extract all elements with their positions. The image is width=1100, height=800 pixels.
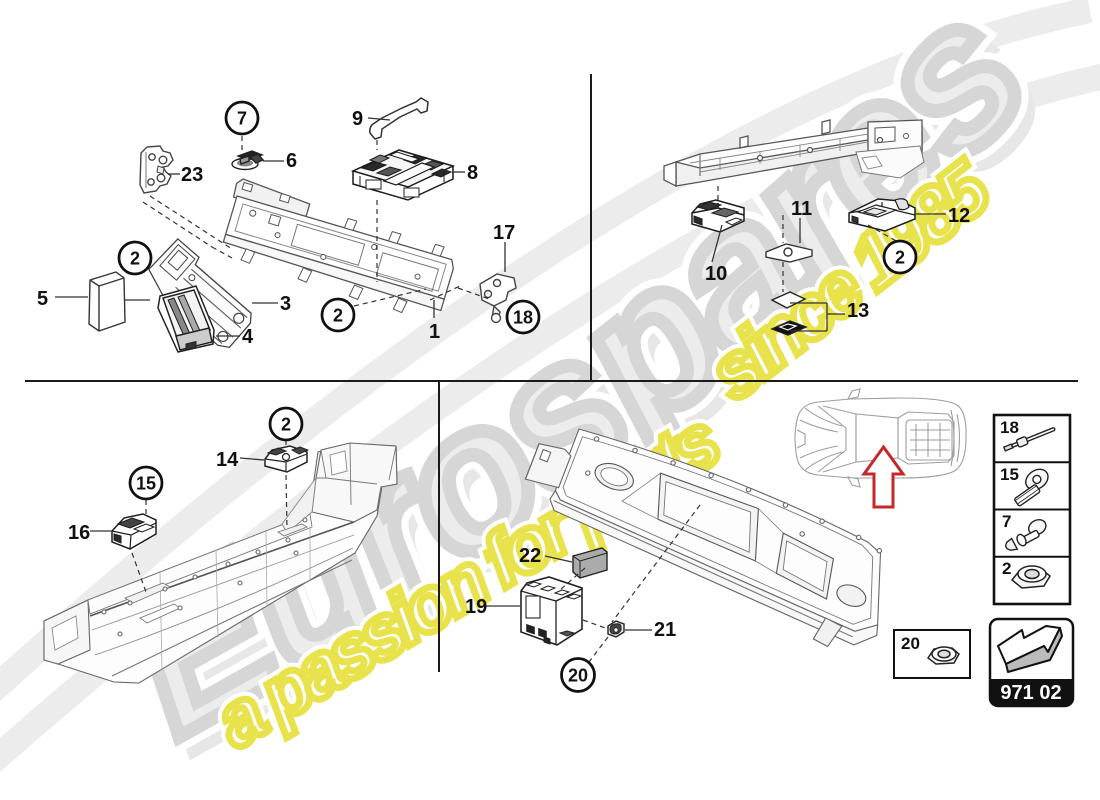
svg-text:2: 2 xyxy=(1002,559,1011,578)
svg-text:3: 3 xyxy=(280,293,291,315)
svg-text:6: 6 xyxy=(286,150,297,172)
svg-text:2: 2 xyxy=(130,249,140,269)
svg-text:19: 19 xyxy=(465,596,487,618)
svg-text:5: 5 xyxy=(37,288,48,310)
svg-text:20: 20 xyxy=(901,634,920,653)
svg-text:16: 16 xyxy=(68,522,90,544)
svg-text:20: 20 xyxy=(568,666,588,686)
svg-text:4: 4 xyxy=(242,326,254,348)
svg-text:22: 22 xyxy=(519,545,541,567)
svg-text:23: 23 xyxy=(181,164,203,186)
svg-text:2: 2 xyxy=(281,415,291,435)
svg-text:1: 1 xyxy=(429,321,440,343)
svg-text:971 02: 971 02 xyxy=(1000,682,1061,704)
svg-text:7: 7 xyxy=(1002,512,1011,531)
svg-text:13: 13 xyxy=(847,300,869,322)
svg-text:7: 7 xyxy=(237,109,247,129)
svg-text:18: 18 xyxy=(513,308,533,328)
svg-text:17: 17 xyxy=(493,222,515,244)
svg-text:15: 15 xyxy=(136,474,156,494)
svg-text:18: 18 xyxy=(1000,418,1019,437)
svg-text:9: 9 xyxy=(352,108,363,130)
svg-text:11: 11 xyxy=(791,198,812,220)
svg-text:12: 12 xyxy=(948,205,970,227)
svg-text:14: 14 xyxy=(216,449,239,471)
svg-text:2: 2 xyxy=(895,248,905,268)
svg-text:8: 8 xyxy=(467,162,478,184)
svg-text:21: 21 xyxy=(654,619,676,641)
svg-text:15: 15 xyxy=(1000,465,1019,484)
svg-text:10: 10 xyxy=(705,263,727,285)
svg-text:2: 2 xyxy=(333,306,343,326)
